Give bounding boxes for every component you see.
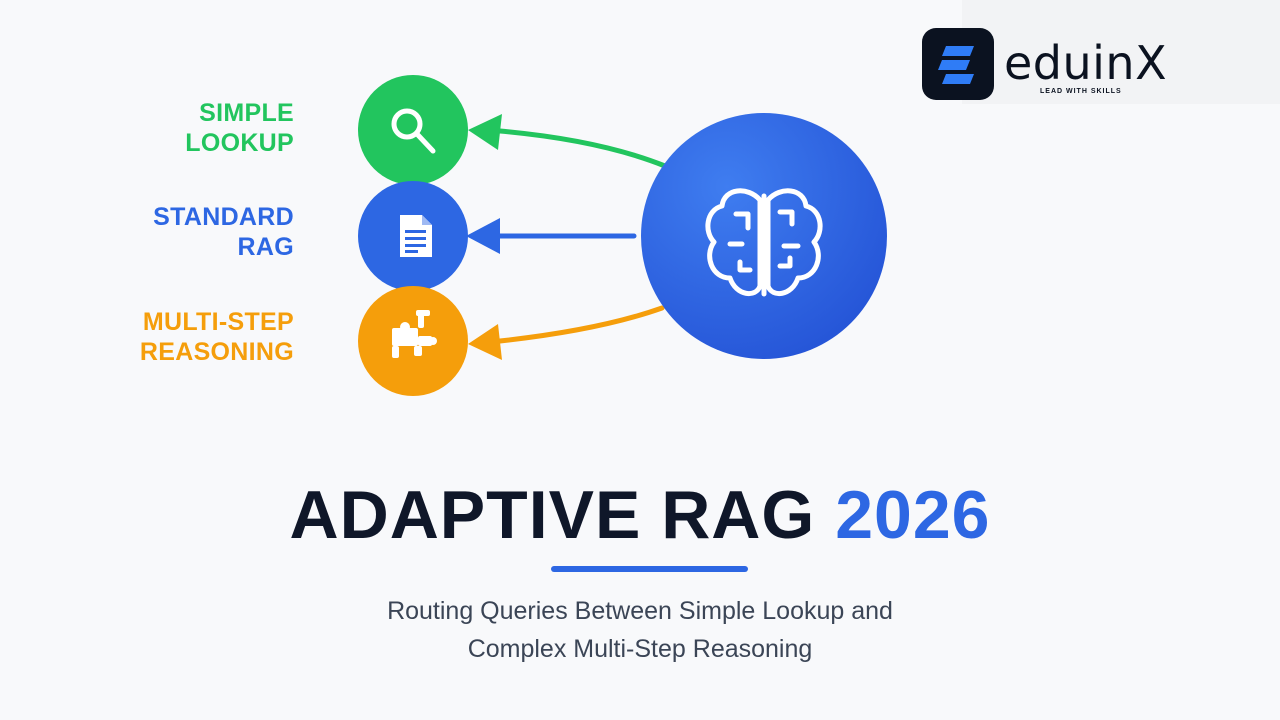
multi-step-label: MULTI-STEP REASONING [74, 307, 294, 367]
logo-area [962, 0, 1280, 104]
multi-step-label-line1: MULTI-STEP [142, 308, 294, 336]
logo-tagline: LEAD WITH SKILLS [1040, 88, 1122, 95]
arrowhead-multi [468, 324, 502, 360]
standard-rag-label-line2: RAG [237, 233, 294, 261]
title-main: ADAPTIVE RAG [289, 477, 816, 553]
arrow-to-simple [497, 128, 668, 169]
puzzle-icon [392, 310, 437, 358]
magnifier-icon [391, 108, 436, 154]
subtitle-line1: Routing Queries Between Simple Lookup an… [387, 597, 893, 625]
simple-lookup-label-line2: LOOKUP [185, 129, 294, 157]
stacked-bars-logo-icon [922, 28, 994, 100]
page-title: ADAPTIVE RAG 2026 [0, 472, 1280, 558]
simple-lookup-label: SIMPLE LOOKUP [74, 98, 294, 158]
title-year: 2026 [835, 477, 991, 553]
arrowhead-standard [466, 218, 500, 254]
document-icon [400, 215, 432, 257]
standard-rag-label: STANDARD RAG [74, 202, 294, 262]
arrowhead-simple [468, 114, 502, 150]
logo-wordmark: eduinX [1004, 36, 1168, 90]
standard-rag-label-line1: STANDARD [153, 203, 294, 231]
title-underline [551, 566, 748, 572]
page-subtitle: Routing Queries Between Simple Lookup an… [0, 592, 1280, 668]
brain-icon [705, 188, 823, 297]
simple-lookup-label-line1: SIMPLE [199, 99, 294, 127]
subtitle-line2: Complex Multi-Step Reasoning [467, 635, 813, 663]
simple-lookup-node [358, 75, 468, 185]
arrow-to-multi [497, 305, 665, 344]
multi-step-label-line2: REASONING [139, 338, 294, 366]
